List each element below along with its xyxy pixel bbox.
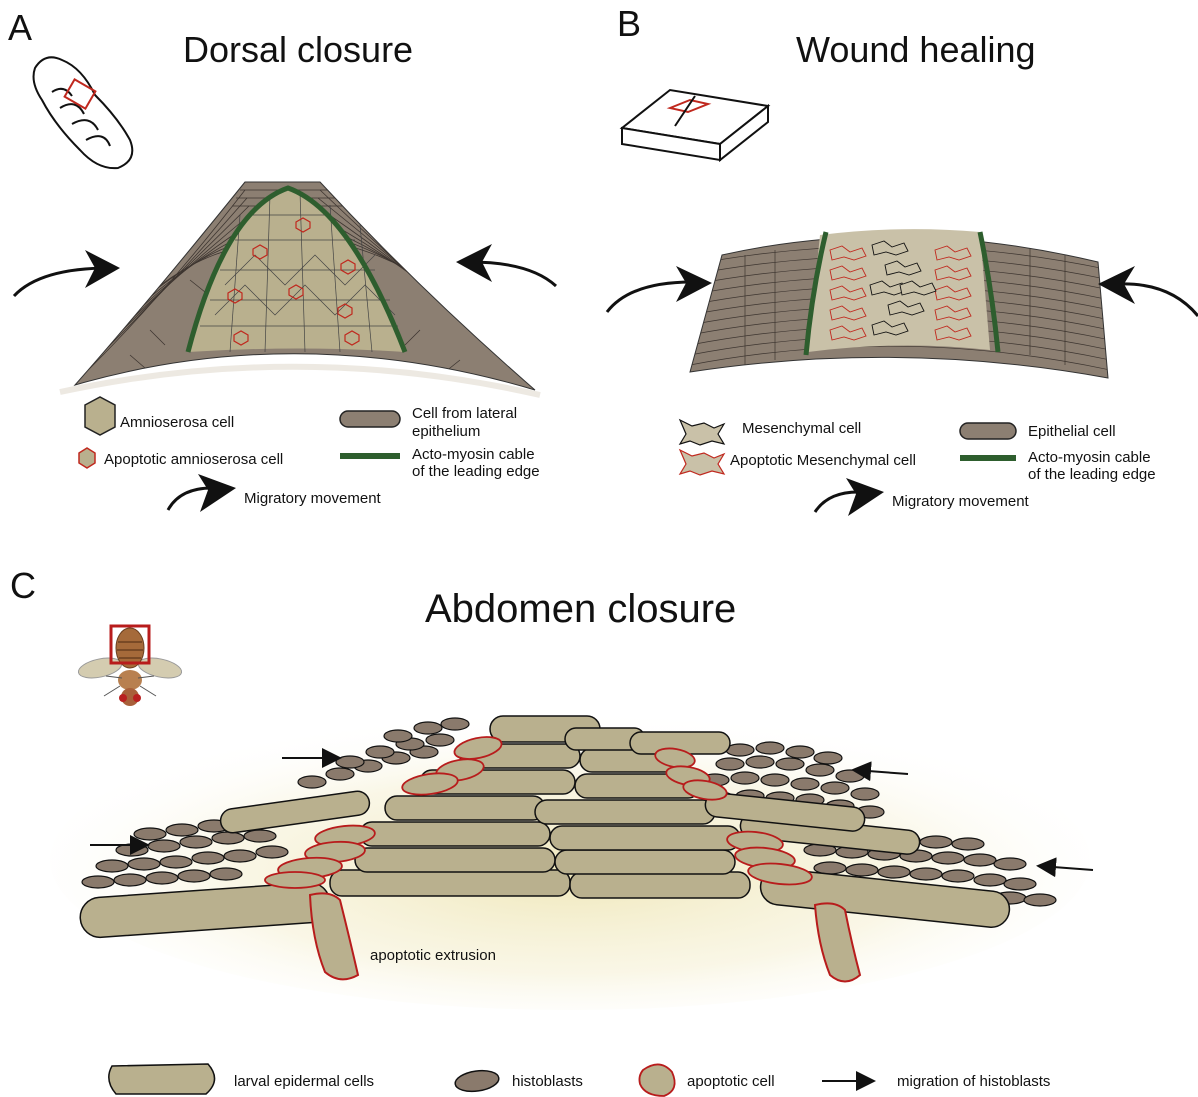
arrowhead-left-b xyxy=(676,266,712,302)
histoblast-icon xyxy=(454,1068,500,1094)
panel-a: A Dorsal closure xyxy=(8,7,556,512)
mesenchymal-cell-icon xyxy=(680,420,724,445)
legend-lateral-line1: Cell from lateral xyxy=(412,405,517,422)
fly-icon xyxy=(77,626,184,706)
legend-c: larval epidermal cells histoblasts apopt… xyxy=(109,1064,1051,1096)
panel-b-title: Wound healing xyxy=(796,29,1036,70)
legend-epithelial-label: Epithelial cell xyxy=(1028,423,1116,440)
apoptotic-cell-icon xyxy=(639,1064,674,1096)
legend-mesenchymal-label: Mesenchymal cell xyxy=(742,420,861,437)
lateral-epithelium-cell-icon xyxy=(340,411,400,427)
epithelial-cell-icon xyxy=(960,423,1016,439)
legend-apoptotic-label: apoptotic cell xyxy=(687,1073,775,1090)
panel-a-title: Dorsal closure xyxy=(183,29,413,70)
apoptotic-amnioserosa-cell-icon xyxy=(79,448,95,468)
amnioserosa-cell-icon xyxy=(85,397,115,435)
legend-apoptotic-amnioserosa-label: Apoptotic amnioserosa cell xyxy=(104,451,283,468)
legend-histoblasts-label: histoblasts xyxy=(512,1073,583,1090)
panel-b: B Wound healing xyxy=(607,3,1198,516)
legend-b: Mesenchymal cell Apoptotic Mesenchymal c… xyxy=(680,420,1156,516)
panel-b-letter: B xyxy=(617,3,641,44)
larval-epidermal-cell-icon xyxy=(109,1064,215,1094)
legend-migration-label: migration of histoblasts xyxy=(897,1073,1050,1090)
panel-c-title: Abdomen closure xyxy=(425,587,736,631)
tissue-block-icon xyxy=(622,90,768,160)
legend-lateral-line2: epithelium xyxy=(412,423,480,440)
legend-migratory-b-label: Migratory movement xyxy=(892,493,1030,510)
legend-cable-a-line1: Acto-myosin cable xyxy=(412,446,535,463)
legend-a: Amnioserosa cell Apoptotic amnioserosa c… xyxy=(79,397,540,512)
legend-larval-label: larval epidermal cells xyxy=(234,1073,374,1090)
apoptotic-mesenchymal-cell-icon xyxy=(680,450,724,475)
embryo-icon xyxy=(34,57,133,168)
acto-myosin-cable-icon-a xyxy=(340,453,400,459)
panel-c: C Abdomen closure xyxy=(10,565,1093,1096)
legend-cable-a-line2: of the leading edge xyxy=(412,463,540,480)
legend-migratory-a-label: Migratory movement xyxy=(244,490,382,507)
legend-apoptotic-mesenchymal-label: Apoptotic Mesenchymal cell xyxy=(730,452,916,469)
panel-c-letter: C xyxy=(10,565,36,606)
wound-tissue xyxy=(690,229,1110,378)
apoptotic-extrusion-label: apoptotic extrusion xyxy=(370,947,496,964)
acto-myosin-cable-icon-b xyxy=(960,455,1016,461)
legend-cable-b-line1: Acto-myosin cable xyxy=(1028,449,1151,466)
legend-cable-b-line2: of the leading edge xyxy=(1028,466,1156,483)
dorsal-closure-dome xyxy=(60,182,540,395)
panel-a-letter: A xyxy=(8,7,32,48)
legend-amnioserosa-label: Amnioserosa cell xyxy=(120,414,234,431)
